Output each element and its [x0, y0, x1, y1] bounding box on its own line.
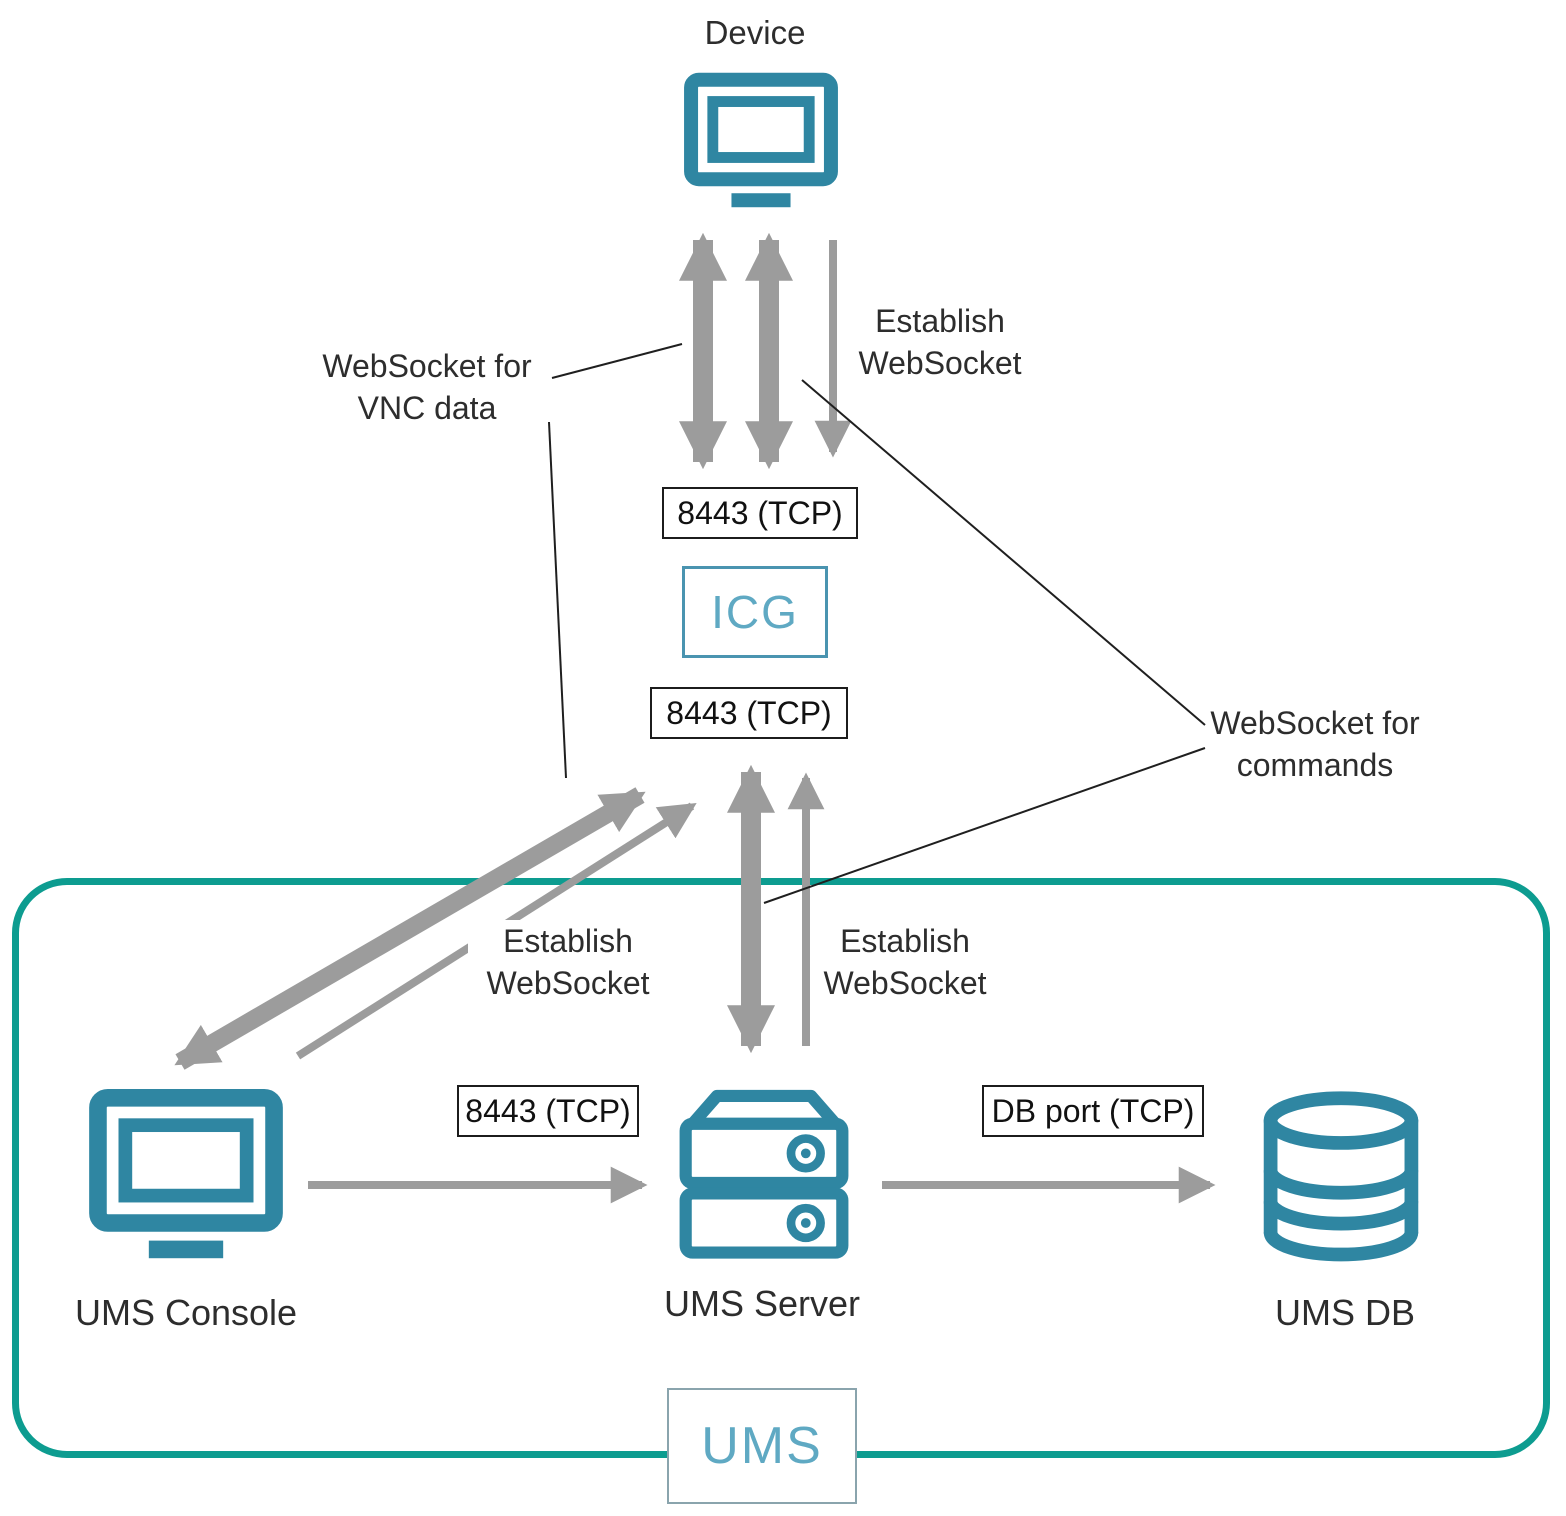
ums-db-label: UMS DB [1274, 1292, 1415, 1333]
port-badge-console-server-text: 8443 (TCP) [465, 1092, 631, 1129]
port-badge-device-icg-text: 8443 (TCP) [677, 494, 843, 531]
callout-line-commands-to-top-arrow [801, 379, 1206, 726]
device-monitor-icon [683, 72, 839, 215]
arrow-icg-console-vnc [174, 787, 646, 1070]
port-badge-device-icg: 8443 (TCP) [662, 487, 858, 539]
ums-console-monitor-icon [88, 1088, 284, 1268]
port-badge-icg-server: 8443 (TCP) [650, 687, 848, 739]
annotation-websocket-commands: WebSocket for commands [1210, 705, 1420, 784]
annotation-websocket-vnc: WebSocket for VNC data [322, 348, 532, 427]
ums-group-label: UMS [701, 1417, 823, 1475]
port-badge-server-db-text: DB port (TCP) [991, 1092, 1195, 1129]
annotation-establish-websocket-server: Establish WebSocket [823, 923, 987, 1002]
icg-label: ICG [711, 586, 799, 638]
callout-line-commands-to-vertical-arrow [763, 747, 1206, 904]
annotation-establish-websocket-console: Establish WebSocket [468, 920, 668, 1005]
annotation-establish-websocket-device: Establish WebSocket [858, 303, 1022, 382]
ums-server-stack-icon [668, 1082, 860, 1270]
device-label: Device [704, 14, 806, 51]
callout-line-vnc-to-diagonal-arrow [548, 421, 567, 779]
ums-group-badge: UMS [667, 1388, 857, 1504]
ums-console-label: UMS Console [74, 1292, 298, 1333]
ums-db-database-icon [1255, 1088, 1427, 1270]
callout-line-vnc-to-top-arrows [551, 343, 683, 379]
ums-server-label: UMS Server [663, 1283, 861, 1324]
port-badge-server-db: DB port (TCP) [982, 1085, 1204, 1137]
port-badge-console-server: 8443 (TCP) [457, 1085, 639, 1137]
icg-node: ICG [682, 566, 828, 658]
port-badge-icg-server-text: 8443 (TCP) [666, 694, 832, 731]
